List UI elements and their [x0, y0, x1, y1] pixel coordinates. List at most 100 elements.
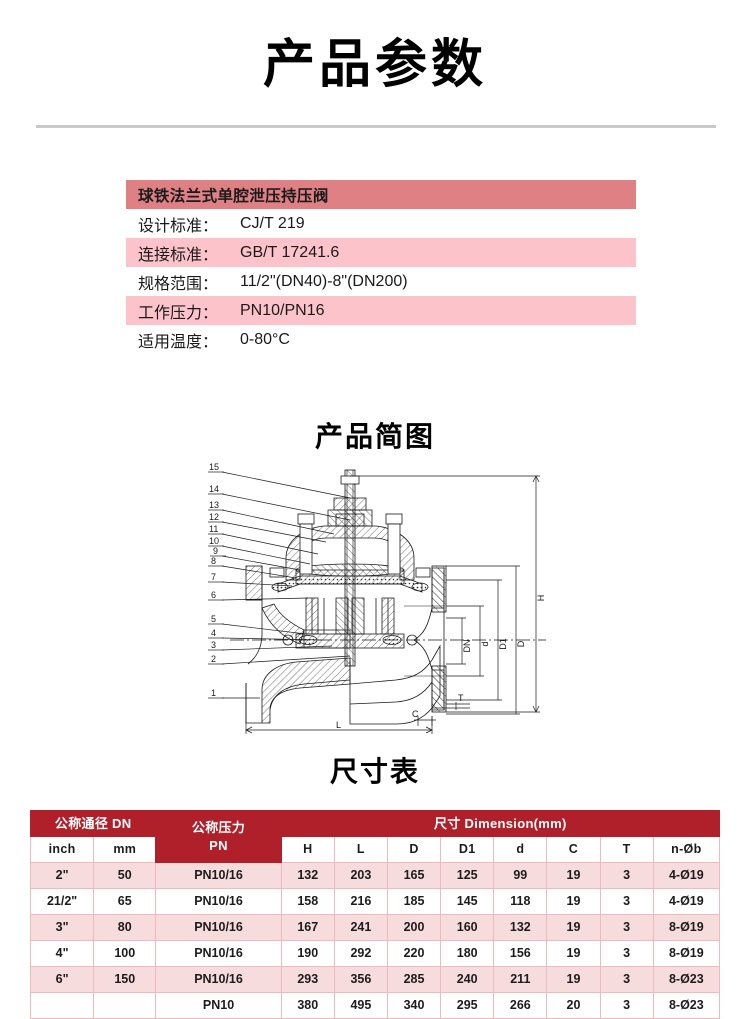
cell-d: 340	[386, 992, 442, 1019]
spec-label: 适用温度：	[138, 333, 219, 351]
cell-t: 3	[599, 992, 654, 1019]
spec-row: 适用温度： 0-80°C	[126, 325, 636, 354]
cell-d-bore: 156	[493, 940, 548, 967]
cell-l: 292	[333, 940, 388, 967]
cell-mm: 65	[93, 888, 157, 915]
spec-product-name: 球铁法兰式单腔泄压持压阀	[126, 180, 636, 209]
cell-inch: 6"	[29, 966, 95, 993]
header-h: H	[280, 836, 335, 863]
spec-label: 规格范围：	[138, 275, 219, 293]
cell-d-bore: 118	[493, 888, 548, 915]
dimension-table: 公称通径 DN 公称压力 PN 尺寸 Dimension(mm) inch mm…	[29, 810, 721, 1019]
diagram-callout-13: 13	[209, 500, 219, 510]
cell-d: 200	[386, 914, 442, 941]
spec-list: 球铁法兰式单腔泄压持压阀 设计标准： CJ/T 219 连接标准： GB/T 1…	[126, 180, 636, 354]
cell-d1: 240	[440, 966, 495, 993]
cell-inch: 4"	[29, 940, 95, 967]
cell-c: 20	[546, 992, 601, 1019]
cell-mm: 150	[93, 966, 157, 993]
diagram-callout-11: 11	[209, 524, 218, 534]
cell-nb: 4-Ø19	[652, 862, 721, 889]
diagram-callout-9: 9	[213, 546, 218, 556]
cell-pn: PN10/16	[155, 940, 282, 967]
header-pn-line1: 公称压力	[191, 819, 246, 835]
diagram-callout-6: 6	[211, 590, 216, 600]
spec-row: 设计标准： CJ/T 219	[126, 209, 636, 238]
cell-nb: 8-Ø19	[652, 940, 721, 967]
cell-h: 293	[280, 966, 335, 993]
header-pn-group: 公称压力 PN	[155, 810, 282, 863]
diagram-dim-T: T	[458, 693, 464, 703]
cell-l: 495	[333, 992, 388, 1019]
header-d: D	[386, 836, 442, 863]
section-heading-table: 尺寸表	[329, 756, 420, 787]
spec-value: GB/T 17241.6	[240, 243, 340, 261]
cell-c: 19	[546, 914, 601, 941]
header-pn-line2: PN	[209, 837, 228, 853]
cell-d: 185	[386, 888, 442, 915]
cell-l: 216	[333, 888, 388, 915]
diagram-dim-C: C	[412, 709, 419, 719]
cell-d: 285	[386, 966, 442, 993]
cell-nb: 8-Ø19	[652, 914, 721, 941]
cell-mm: 50	[93, 862, 157, 889]
table-subheader-row: inch mm H L D D1 d C T n-Øb	[29, 836, 721, 863]
cell-d-bore: 266	[493, 992, 548, 1019]
cell-pn: PN10/16	[155, 914, 282, 941]
cell-d-bore: 99	[493, 862, 548, 889]
cell-d1: 125	[440, 862, 495, 889]
diagram-callout-1: 1	[211, 688, 216, 698]
spec-value: 11/2"(DN40)-8"(DN200)	[240, 272, 408, 290]
cell-h: 190	[280, 940, 335, 967]
diagram-dim-H: H	[536, 595, 546, 602]
cell-pn: PN10/16	[155, 888, 282, 915]
spec-label: 设计标准：	[138, 217, 219, 235]
diagram-callout-15: 15	[209, 462, 219, 472]
cell-d1: 295	[440, 992, 495, 1019]
spec-label: 连接标准：	[138, 246, 219, 264]
cell-c: 19	[546, 940, 601, 967]
cell-t: 3	[599, 914, 654, 941]
cell-c: 19	[546, 888, 601, 915]
cell-t: 3	[599, 888, 654, 915]
header-mm: mm	[93, 836, 157, 863]
valve-cross-section-diagram: 15 14 13 12 11 10 9 8 7 6 5 4 3 2 1 H D …	[200, 458, 560, 743]
header-d1: D1	[440, 836, 495, 863]
diagram-callout-2: 2	[211, 654, 216, 664]
header-d-bore: d	[493, 836, 548, 863]
diagram-callout-10: 10	[209, 536, 219, 546]
cell-inch	[29, 992, 95, 1019]
cell-l: 241	[333, 914, 388, 941]
diagram-dim-D1: D1	[498, 638, 508, 650]
cell-nb: 4-Ø19	[652, 888, 721, 915]
cell-h: 158	[280, 888, 335, 915]
spec-value: 0-80°C	[240, 330, 290, 348]
cell-mm: 100	[93, 940, 157, 967]
diagram-callout-14: 14	[209, 484, 219, 494]
cell-t: 3	[599, 862, 654, 889]
diagram-callout-7: 7	[211, 572, 216, 582]
spec-value: PN10/PN16	[240, 301, 325, 319]
header-dimension-group: 尺寸 Dimension(mm)	[280, 810, 721, 837]
cell-pn: PN10	[155, 992, 282, 1019]
cell-h: 380	[280, 992, 335, 1019]
cell-l: 203	[333, 862, 388, 889]
cell-mm	[93, 992, 157, 1019]
cell-l: 356	[333, 966, 388, 993]
cell-inch: 3"	[29, 914, 95, 941]
cell-inch: 21/2"	[29, 888, 95, 915]
cell-inch: 2"	[29, 862, 95, 889]
cell-nb: 8-Ø23	[652, 966, 721, 993]
cell-d1: 180	[440, 940, 495, 967]
header-l: L	[333, 836, 388, 863]
header-nb: n-Øb	[652, 836, 721, 863]
cell-mm: 80	[93, 914, 157, 941]
cell-c: 19	[546, 966, 601, 993]
